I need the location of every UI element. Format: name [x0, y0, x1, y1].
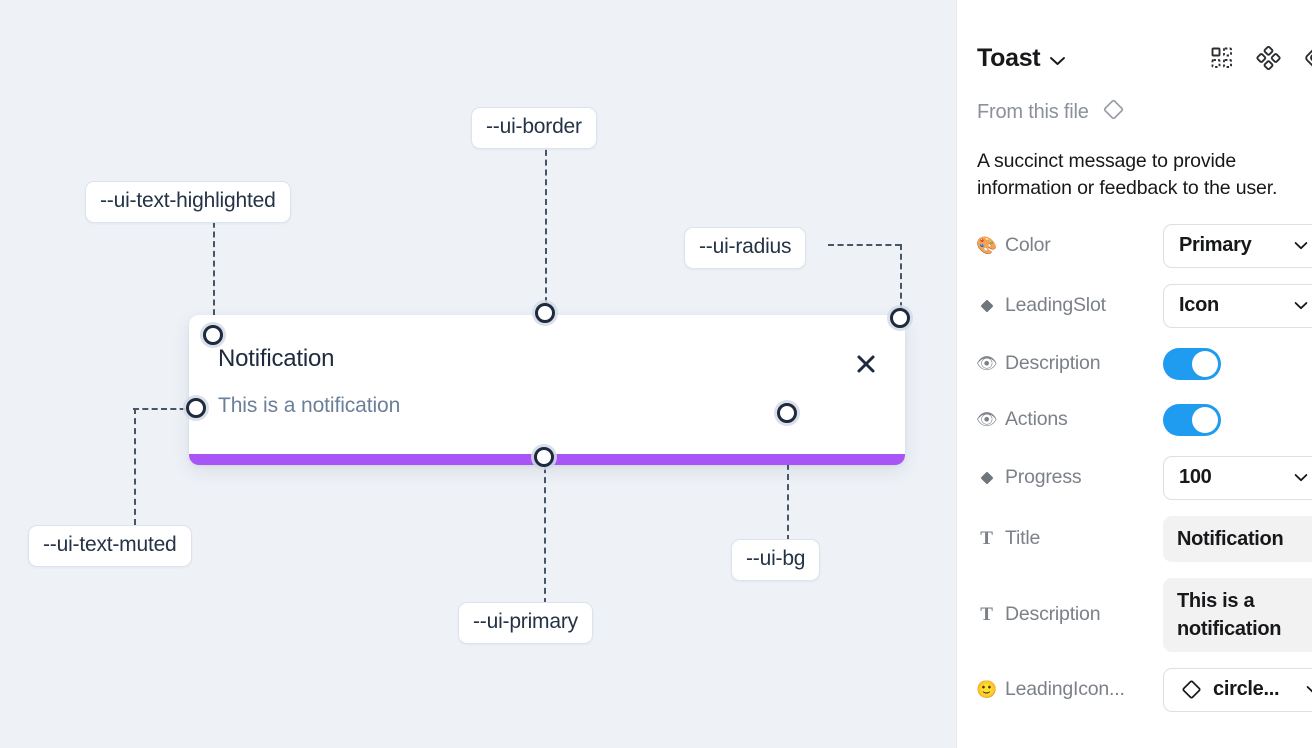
chevron-down-icon [1294, 241, 1308, 250]
toast-description: This is a notification [218, 394, 401, 417]
reset-overrides-icon[interactable] [1303, 45, 1312, 71]
token-chip-text-highlighted[interactable]: --ui-text-highlighted [85, 181, 291, 223]
token-chip-radius[interactable]: --ui-radius [684, 227, 807, 269]
toggle-knob [1192, 406, 1218, 433]
property-label-description-visibility: 👁 Description [977, 352, 1163, 375]
property-list: 🎨 Color Primary [977, 223, 1312, 712]
property-row-title: T Title Notification [977, 515, 1312, 562]
connector-text-muted-vertical [134, 408, 136, 525]
chevron-down-icon [1294, 473, 1308, 482]
chevron-down-icon [1294, 301, 1308, 310]
panel-header: Toast [977, 26, 1312, 90]
filled-diamond-icon [977, 470, 996, 486]
text-t-icon: T [980, 527, 993, 549]
component-grid-icon[interactable] [1210, 46, 1234, 70]
anchor-dot-radius[interactable] [890, 308, 910, 328]
progress-select-value: 100 [1179, 466, 1212, 489]
property-row-leading-slot: LeadingSlot Icon [977, 283, 1312, 328]
property-label-progress: Progress [977, 466, 1163, 489]
from-this-file-label: From this file [977, 100, 1089, 123]
property-name: LeadingIcon... [1005, 678, 1125, 701]
property-row-actions-visibility: 👁 Actions [977, 400, 1312, 440]
variants-diamond-icon[interactable] [1256, 45, 1281, 71]
connector-radius-horizontal [828, 244, 901, 246]
progress-select[interactable]: 100 [1163, 455, 1312, 500]
color-select[interactable]: Primary [1163, 223, 1312, 268]
chevron-down-icon [1306, 685, 1312, 694]
eye-emoji-icon: 👁 [977, 410, 998, 430]
property-label-actions-visibility: 👁 Actions [977, 408, 1163, 431]
property-label-leading-icon: 🙂 LeadingIcon... [977, 678, 1163, 701]
close-icon[interactable] [852, 350, 880, 378]
connector-primary [544, 457, 546, 604]
property-name: Progress [1005, 466, 1082, 489]
property-label-description-text: T Description [977, 603, 1163, 626]
palette-emoji-icon: 🎨 [977, 236, 997, 256]
property-name: Description [1005, 352, 1101, 375]
page-title: Toast [977, 43, 1041, 72]
property-row-progress: Progress 100 [977, 455, 1312, 500]
from-this-file[interactable]: From this file [977, 96, 1312, 128]
diamond-icon [1100, 96, 1127, 128]
toast-title: Notification [218, 345, 335, 372]
design-canvas[interactable]: Notification This is a notification --ui… [0, 0, 956, 748]
smiley-emoji-icon: 🙂 [977, 680, 997, 700]
connector-radius-vertical [900, 244, 902, 318]
property-row-leading-icon: 🙂 LeadingIcon... circle... [977, 667, 1312, 712]
token-chip-primary[interactable]: --ui-primary [458, 602, 593, 644]
property-label-title: T Title [977, 527, 1163, 550]
properties-panel: Toast [956, 0, 1312, 748]
property-label-leading-slot: LeadingSlot [977, 294, 1163, 317]
description-toggle[interactable] [1163, 347, 1221, 380]
actions-toggle[interactable] [1163, 403, 1221, 436]
chevron-down-icon[interactable] [1049, 55, 1066, 66]
toast-preview-card[interactable]: Notification This is a notification [189, 315, 905, 465]
property-row-color: 🎨 Color Primary [977, 223, 1312, 268]
property-label-color: 🎨 Color [977, 234, 1163, 257]
property-row-description-visibility: 👁 Description [977, 344, 1312, 384]
leading-slot-select-value: Icon [1179, 294, 1219, 317]
token-chip-border[interactable]: --ui-border [471, 107, 597, 149]
header-icon-group [1210, 45, 1312, 71]
leading-slot-select[interactable]: Icon [1163, 283, 1312, 328]
property-name: LeadingSlot [1005, 294, 1106, 317]
description-field[interactable]: This is a notification [1163, 577, 1312, 652]
toggle-knob [1192, 350, 1218, 377]
connector-text-highlighted [213, 212, 215, 325]
anchor-dot-border[interactable] [535, 303, 555, 323]
component-description: A succinct message to provide informatio… [977, 150, 1278, 199]
property-name: Actions [1005, 408, 1068, 431]
token-chip-text-muted[interactable]: --ui-text-muted [28, 525, 192, 567]
property-name: Color [1005, 234, 1051, 257]
anchor-dot-text-muted[interactable] [186, 398, 206, 418]
leading-icon-select-value: circle... [1213, 678, 1280, 701]
title-field[interactable]: Notification [1163, 515, 1312, 562]
property-row-description-text: T Description This is a notification [977, 577, 1312, 652]
color-select-value: Primary [1179, 234, 1252, 257]
eye-emoji-icon: 👁 [977, 354, 998, 374]
leading-icon-select[interactable]: circle... [1163, 667, 1312, 712]
connector-border [545, 140, 547, 313]
property-name: Description [1005, 603, 1101, 626]
anchor-dot-bg[interactable] [777, 403, 797, 423]
anchor-dot-text-highlighted[interactable] [203, 325, 223, 345]
diamond-icon [1179, 677, 1204, 702]
anchor-dot-primary[interactable] [534, 447, 554, 467]
filled-diamond-icon [977, 298, 996, 314]
text-t-icon: T [980, 603, 993, 625]
token-chip-bg[interactable]: --ui-bg [731, 539, 821, 581]
property-name: Title [1005, 527, 1041, 550]
